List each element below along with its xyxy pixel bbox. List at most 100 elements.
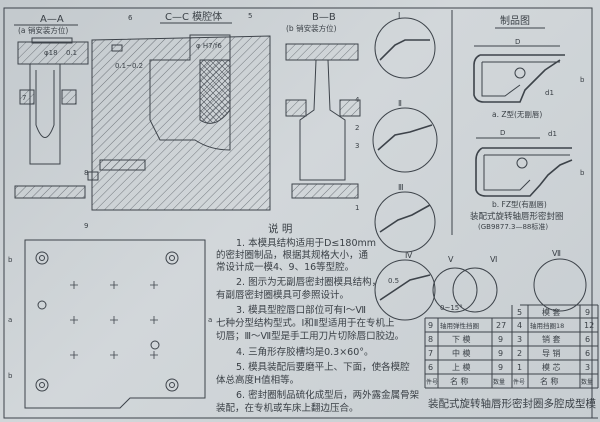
side-mark-a-right: a — [208, 316, 212, 324]
dim-b-a: b — [580, 76, 585, 84]
section-aa: A—A (a 销安装方位) φ18 0.1 — [14, 14, 89, 199]
section-cc: C—C 模腔体 0.1~0.2 φ H7/f6 — [87, 10, 271, 211]
detail-label-4: Ⅳ — [405, 251, 413, 260]
bom-header-no: 件号 — [513, 378, 525, 386]
side-mark-b-top: b — [8, 256, 13, 264]
callout-9: 9 — [84, 222, 88, 230]
sheet-border — [3, 7, 593, 419]
bom-right-no: 3 — [517, 335, 522, 344]
note-line: 的密封圈制品，根据其规格大小，通 — [216, 249, 369, 261]
bom-left-no: 6 — [428, 363, 433, 372]
callout-5: 5 — [248, 12, 252, 20]
side-mark-a-left: a — [8, 316, 12, 324]
detail-label-7: Ⅶ — [552, 249, 561, 258]
bill-of-materials: 9 轴用弹性挡圈 27 8 下 模 9 7 中 模 9 6 上 模 9 5 模 … — [424, 304, 599, 419]
dim-D-b: D — [500, 129, 505, 137]
bom-left-qty: 9 — [498, 363, 503, 372]
note-line: 体总高度H值相等。 — [216, 374, 299, 386]
note-line: 2. 图示为无副唇密封圈模具结构， — [236, 276, 381, 288]
part-callouts: 6 5 4 2 3 1 7 8 9 — [22, 12, 360, 230]
bom-right-no: 1 — [517, 363, 522, 372]
product-title: 制品图 — [500, 14, 530, 27]
note-line: 七种分型结构型式。Ⅰ和Ⅱ型适用于在专机上 — [216, 317, 395, 329]
note-line: 1. 本模具结构适用于D≤180mm — [236, 237, 376, 249]
bom-left-no: 7 — [428, 349, 433, 358]
bom-right-name: 导 销 — [542, 348, 561, 358]
callout-4: 4 — [355, 96, 360, 104]
bom-left-qty: 27 — [496, 321, 506, 330]
note-line: 6. 密封圈制品硫化成型后，两外露金属骨架 — [236, 389, 420, 401]
section-aa-title: A—A — [40, 14, 64, 25]
bom-right-name: 轴用挡圈18 — [530, 321, 564, 330]
note-line: 切唇；Ⅲ～Ⅶ型是手工用刀片切除唇口胶边。 — [216, 330, 404, 342]
bom-left-name: 上 模 — [452, 362, 471, 372]
section-bb-title: B—B — [312, 12, 336, 23]
bom-left-qty: 9 — [498, 349, 503, 358]
note-line: 5. 模具装配后要磨平上、下面，使各模腔 — [236, 361, 410, 373]
callout-2: 2 — [355, 124, 359, 132]
dim-lip: 0.5 — [388, 277, 399, 285]
section-aa-subtitle: (a 销安装方位) — [18, 25, 68, 35]
bom-right-qty: 3 — [585, 363, 590, 372]
section-bb: B—B (b 销安装方位) — [285, 12, 361, 199]
dim-pin-dia: φ18 — [44, 49, 58, 57]
section-bb-subtitle: (b 销安装方位) — [286, 23, 337, 33]
detail-views: Ⅰ Ⅱ Ⅲ Ⅳ Ⅴ Ⅵ Ⅶ 0.5 0~15° — [372, 11, 587, 321]
dim-d1-b: d1 — [548, 130, 557, 138]
detail-label-2: Ⅱ — [398, 99, 402, 108]
bom-right-qty: 6 — [585, 349, 590, 358]
bom-right-qty: 9 — [585, 308, 590, 317]
section-cc-title: C—C 模腔体 — [165, 10, 222, 23]
callout-8: 8 — [84, 169, 88, 177]
dim-d1-a: d1 — [545, 89, 554, 97]
dim-fit: φ H7/f6 — [196, 42, 222, 50]
note-line: 4. 三角形存胶槽均是0.3×60°。 — [236, 346, 374, 358]
notes-title: 说 明 — [268, 222, 292, 235]
detail-label-6: Ⅵ — [490, 255, 497, 264]
bom-header-no: 件号 — [426, 378, 438, 386]
callout-1: 1 — [355, 204, 359, 212]
note-line: 常设计成一模4、9、16等型腔。 — [216, 261, 354, 273]
dim-D-a: D — [515, 38, 520, 46]
bom-header-name: 名 称 — [540, 376, 559, 386]
callout-6: 6 — [128, 14, 133, 22]
note-line: 3. 模具型腔唇口部位可有Ⅰ～Ⅶ — [236, 304, 366, 316]
dim-b-b: b — [580, 169, 585, 177]
product-name: 装配式旋转轴唇形密封圈 — [470, 211, 564, 222]
product-standard: (GB9877.3—88标准) — [478, 222, 548, 231]
bom-left-name: 下 模 — [452, 334, 471, 344]
detail-label-5: Ⅴ — [448, 255, 454, 264]
plan-view: b a b a — [8, 239, 212, 409]
bom-right-no: 2 — [517, 349, 522, 358]
bom-header-name: 名 称 — [450, 376, 469, 386]
bom-right-name: 模 芯 — [542, 362, 561, 372]
bom-left-name: 中 模 — [452, 348, 471, 358]
detail-label-1: Ⅰ — [398, 11, 400, 20]
bom-left-name: 轴用弹性挡圈 — [440, 321, 479, 330]
caption-type-b: b. FZ型(有副唇) — [492, 199, 547, 209]
bom-right-name: 销 套 — [542, 334, 561, 344]
dim-gap-range: 0.1~0.2 — [115, 62, 143, 70]
detail-label-3: Ⅲ — [398, 183, 404, 192]
bom-header-qty: 数量 — [581, 378, 593, 386]
bom-right-name: 模 套 — [542, 307, 561, 317]
bom-left-qty: 9 — [498, 335, 503, 344]
side-mark-b-bottom: b — [8, 372, 13, 380]
bom-right-qty: 6 — [585, 335, 590, 344]
bom-header-qty: 数量 — [493, 378, 505, 386]
bom-right-no: 5 — [517, 308, 522, 317]
bom-right-qty: 12 — [584, 321, 594, 330]
notes: 说 明 1. 本模具结构适用于D≤180mm 的密封圈制品，根据其规格大小，通 … — [216, 222, 420, 414]
note-line: 有副唇密封圈模具可参照设计。 — [216, 289, 349, 301]
bom-left-no: 8 — [428, 335, 433, 344]
note-line: 装配，在专机或车床上翻边压合。 — [216, 402, 359, 414]
bom-right-no: 4 — [517, 321, 522, 330]
drawing-title: 装配式旋转轴唇形密封圈多腔成型模 — [428, 397, 596, 410]
callout-3: 3 — [355, 142, 359, 150]
dim-angle: 0~15° — [440, 304, 463, 312]
callout-7: 7 — [22, 94, 26, 102]
caption-type-a: a. Z型(无副唇) — [492, 110, 542, 119]
bom-left-no: 9 — [428, 321, 433, 330]
